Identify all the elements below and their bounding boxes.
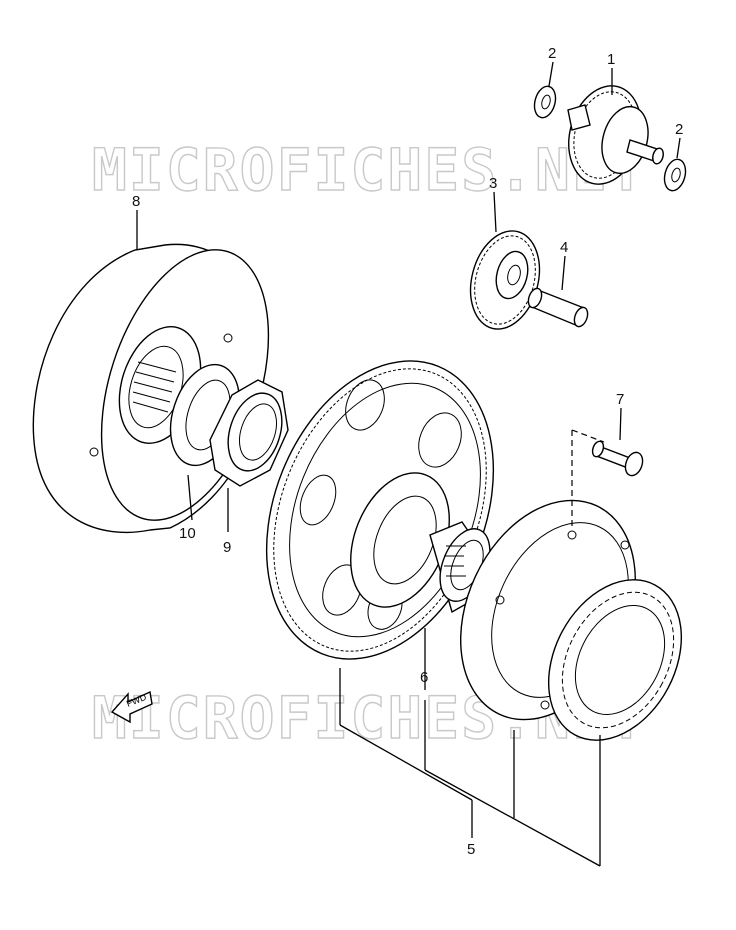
bolt[interactable] [591, 440, 646, 478]
thrust-washer-right[interactable] [661, 157, 689, 193]
callout-3: 3 [489, 175, 497, 192]
fwd-arrow: FWD [110, 690, 153, 724]
thrust-washer-left[interactable] [531, 84, 559, 120]
callout-8: 8 [132, 193, 140, 210]
starter-driven-gear[interactable] [225, 327, 536, 693]
callout-2-left: 2 [548, 45, 556, 62]
idle-gear[interactable] [460, 223, 550, 337]
callout-5: 5 [467, 841, 475, 858]
callout-10: 10 [179, 525, 196, 542]
nut[interactable] [209, 379, 291, 487]
leader-lines [136, 61, 681, 867]
reduction-gear[interactable] [558, 78, 665, 193]
callout-2-right: 2 [675, 121, 683, 138]
callout-4: 4 [560, 239, 568, 256]
callout-6: 6 [420, 669, 428, 686]
watermark-top: MICROFICHES.NET [92, 136, 646, 204]
callout-9: 9 [223, 539, 231, 556]
idle-gear-shaft[interactable] [526, 287, 590, 329]
callout-7: 7 [616, 391, 624, 408]
callout-1: 1 [607, 51, 615, 68]
one-way-clutch[interactable] [522, 557, 708, 763]
